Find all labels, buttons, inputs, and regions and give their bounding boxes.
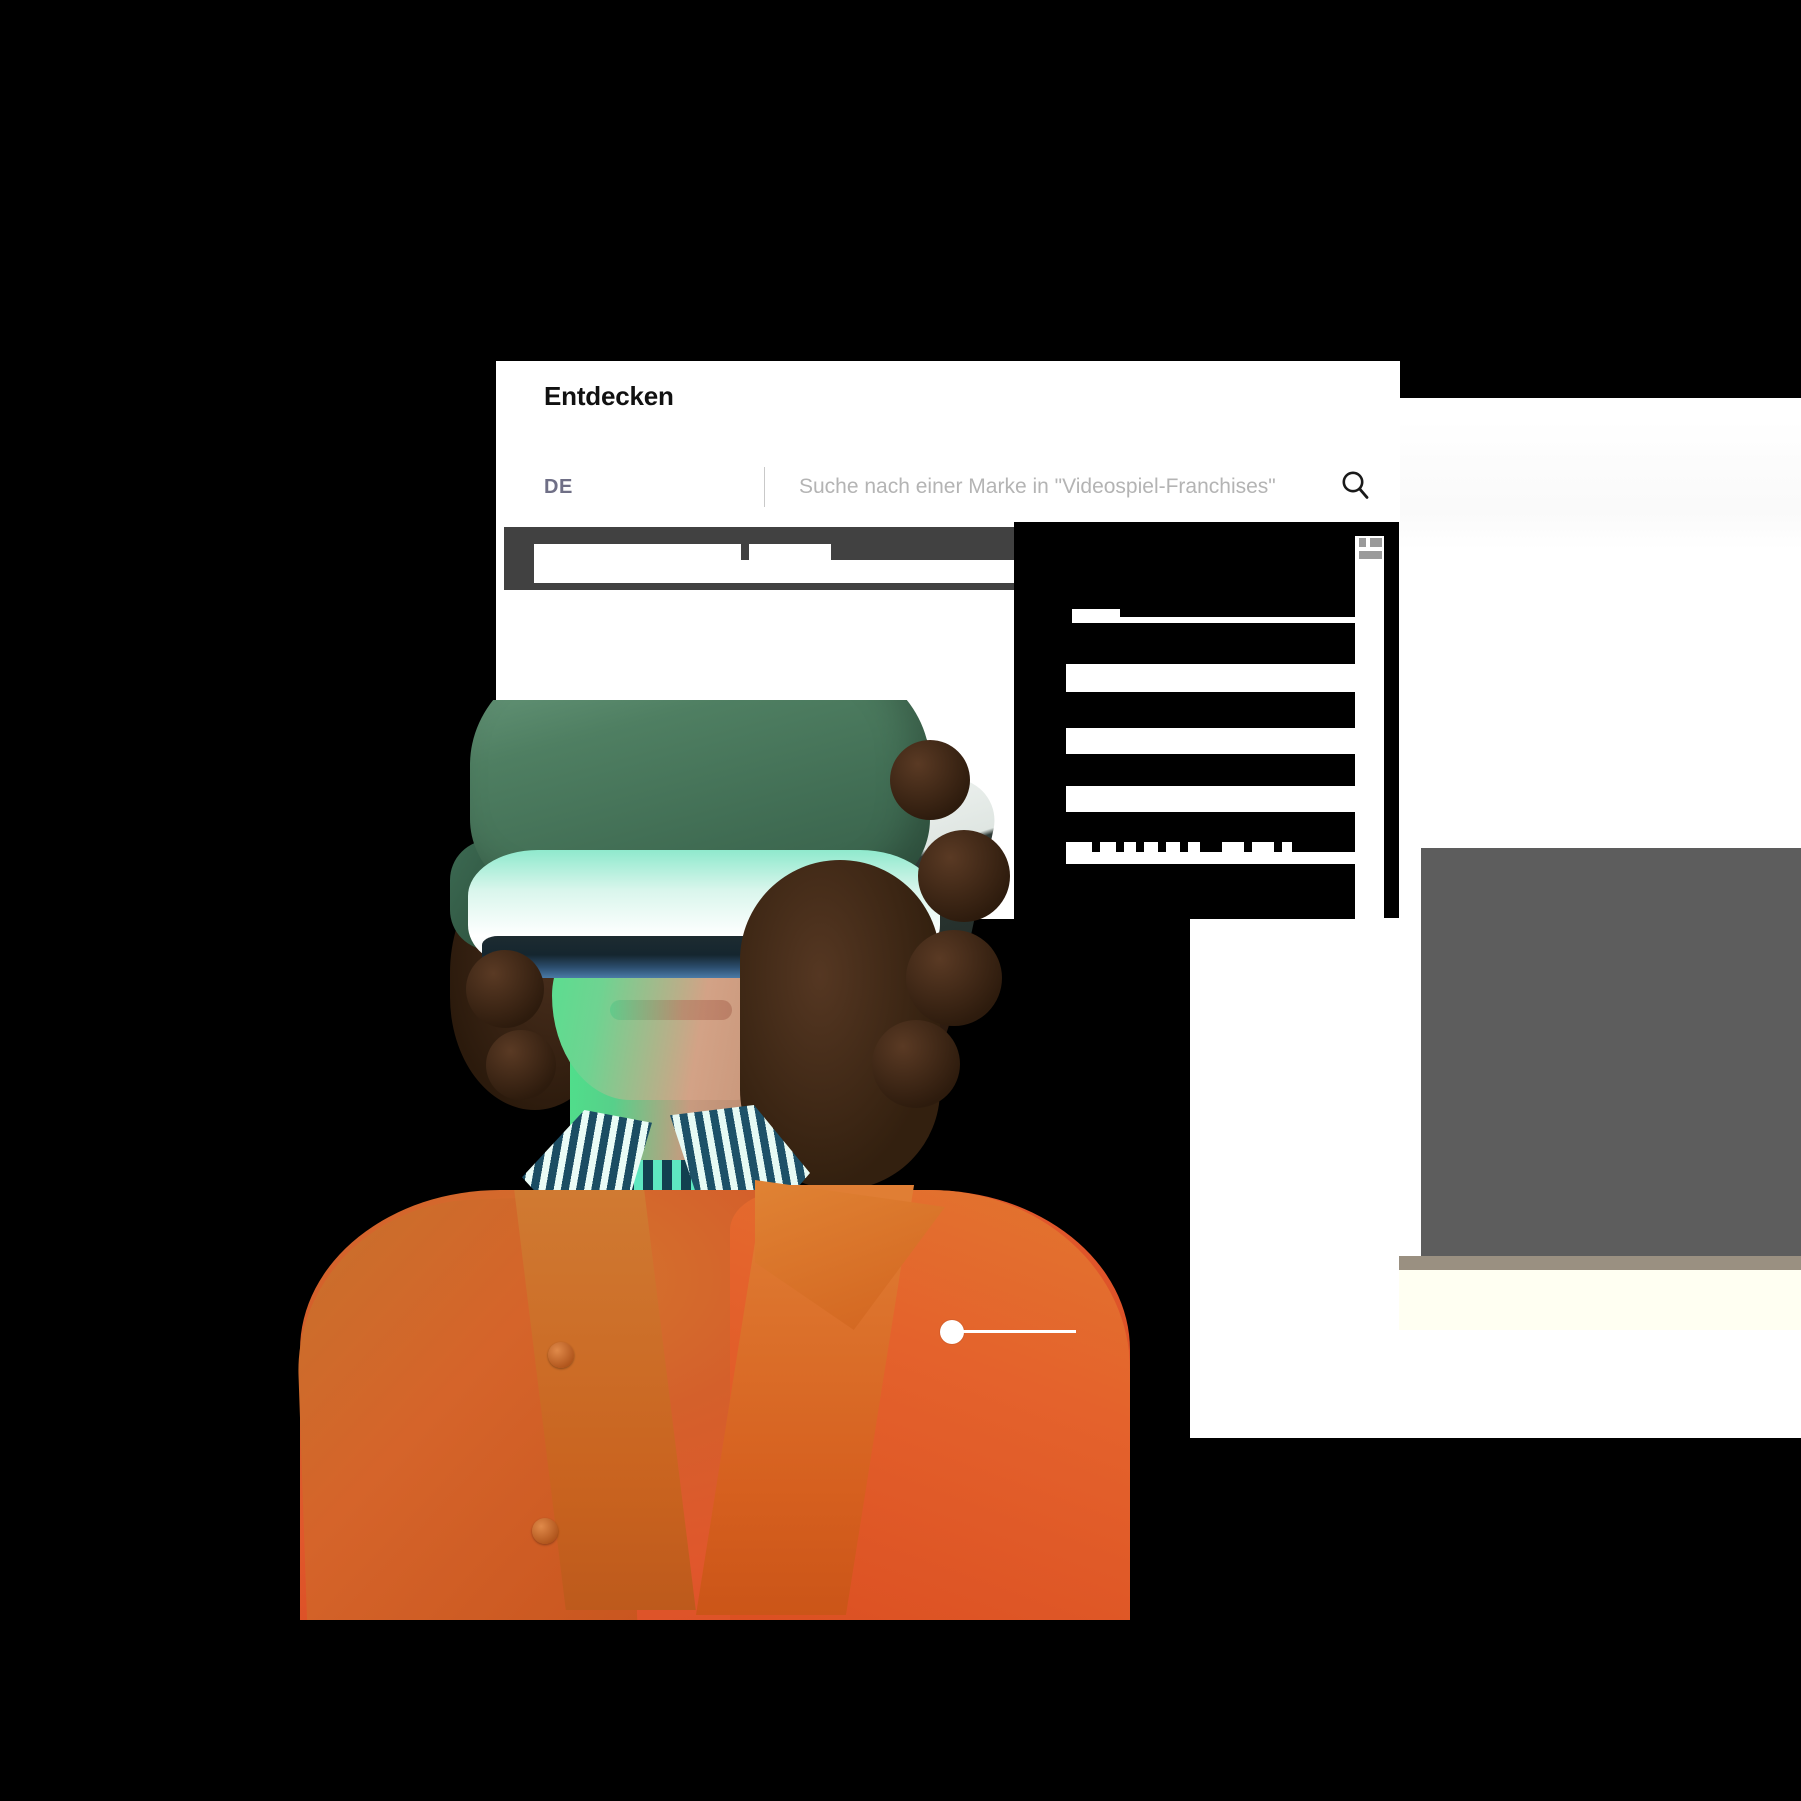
- hair-curl-1: [890, 740, 970, 820]
- right-gray-panel-gutter: [1401, 848, 1421, 1258]
- jacket-button-2: [532, 1518, 558, 1544]
- skeleton-bar: [1072, 609, 1120, 623]
- hotspot-leader-line: [962, 1330, 1076, 1333]
- skeleton-bar: [1066, 786, 1356, 812]
- skeleton-bar: [1120, 617, 1356, 623]
- search-icon[interactable]: [1338, 468, 1372, 507]
- results-panel-gutter: [1355, 522, 1384, 919]
- hair-curl-3: [906, 930, 1002, 1026]
- search-bar: DE Suche nach einer Marke in "Videospiel…: [496, 452, 1400, 522]
- list-icon-line: [1370, 538, 1382, 547]
- hair-curl-2: [918, 830, 1010, 922]
- left-skeleton-gap-1: [534, 544, 741, 560]
- list-icon[interactable]: [1355, 522, 1384, 562]
- right-gray-panel: [1420, 848, 1801, 1258]
- skeleton-bar: [1066, 852, 1356, 864]
- skeleton-bar: [1066, 728, 1356, 754]
- language-selector[interactable]: DE: [544, 475, 573, 498]
- left-skeleton-gap-3: [534, 560, 1015, 583]
- discover-header-card: [496, 361, 1400, 522]
- hair-curl-6: [486, 1030, 556, 1100]
- hotspot-dot[interactable]: [940, 1320, 964, 1344]
- list-icon-top: [1355, 522, 1384, 536]
- list-icon-line: [1359, 551, 1382, 559]
- hair-curl-5: [466, 950, 544, 1028]
- hair-curl-4: [872, 1020, 960, 1108]
- tan-divider-strip: [1399, 1256, 1801, 1270]
- left-skeleton-gap-2: [749, 544, 831, 560]
- results-skeleton-panel: [1014, 522, 1384, 919]
- skeleton-bar: [1066, 664, 1356, 692]
- hero-photo-subject: [270, 700, 1150, 1620]
- search-input[interactable]: Suche nach einer Marke in "Videospiel-Fr…: [799, 475, 1276, 498]
- lips: [610, 1000, 732, 1020]
- cream-strip: [1399, 1270, 1801, 1330]
- orange-jacket: [292, 1130, 1130, 1620]
- vertical-divider: [764, 467, 765, 507]
- search-input-wrapper[interactable]: Suche nach einer Marke in "Videospiel-Fr…: [765, 468, 1400, 507]
- list-icon-line: [1359, 538, 1366, 547]
- skeleton-bar: [1282, 842, 1292, 860]
- jacket-button-1: [548, 1342, 574, 1368]
- page-title: Entdecken: [544, 381, 674, 411]
- right-backdrop-gradient: [1399, 420, 1801, 550]
